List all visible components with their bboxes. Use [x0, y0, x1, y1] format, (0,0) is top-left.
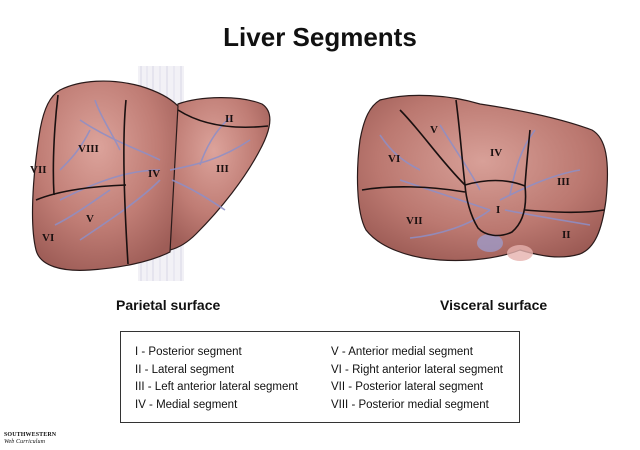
parietal-segment-lines: [35, 94, 269, 265]
vessel-stump: [507, 245, 533, 261]
credit-line-2: Web Curriculum: [4, 438, 46, 445]
left-lobe: [167, 97, 271, 251]
legend-item: VI - Right anterior lateral segment: [331, 363, 503, 376]
legend-item: VIII - Posterior medial segment: [331, 398, 489, 411]
legend-item: IV - Medial segment: [135, 398, 238, 411]
parietal-label-III: III: [216, 163, 229, 175]
parietal-liver: II III IV V VI VII VIII: [30, 66, 271, 281]
visceral-segment-lines: [361, 99, 605, 237]
visceral-label-I: I: [496, 204, 500, 216]
legend-item: VII - Posterior lateral segment: [331, 381, 484, 393]
visceral-label-IV: IV: [490, 147, 502, 159]
credit-line-1: SOUTHWESTERN: [4, 432, 57, 438]
parietal-label-II: II: [225, 113, 234, 125]
visceral-label-VII: VII: [406, 215, 423, 227]
legend-item: V - Anterior medial segment: [331, 346, 473, 358]
parietal-label-IV: IV: [148, 168, 160, 180]
page-title: Liver Segments: [223, 22, 417, 52]
legend-item: I - Posterior segment: [135, 346, 242, 358]
parietal-caption: Parietal surface: [116, 297, 221, 313]
parietal-vessels: [54, 99, 251, 241]
right-lobe: [31, 80, 179, 271]
visceral-liver: I II III IV V VI VII: [356, 94, 609, 262]
legend-column-right: V - Anterior medial segment VI - Right a…: [331, 344, 503, 414]
legend-column-left: I - Posterior segment II - Lateral segme…: [135, 344, 298, 414]
visceral-label-III: III: [557, 176, 570, 188]
parietal-label-VI: VI: [42, 232, 54, 244]
legend-item: II - Lateral segment: [135, 363, 235, 376]
visceral-label-VI: VI: [388, 153, 400, 165]
parietal-label-VII: VII: [30, 164, 47, 176]
visceral-caption: Visceral surface: [440, 297, 548, 313]
source-credit-logo: SOUTHWESTERN Web Curriculum: [4, 432, 56, 445]
visceral-outline: [356, 94, 609, 262]
segment-legend: I - Posterior segment II - Lateral segme…: [120, 331, 520, 423]
parietal-label-V: V: [86, 213, 94, 225]
legend-item: III - Left anterior lateral segment: [135, 381, 298, 393]
visceral-label-V: V: [430, 124, 438, 136]
portal-vein-stump: [477, 234, 503, 252]
visceral-label-II: II: [562, 229, 571, 241]
parietal-label-VIII: VIII: [78, 143, 99, 155]
